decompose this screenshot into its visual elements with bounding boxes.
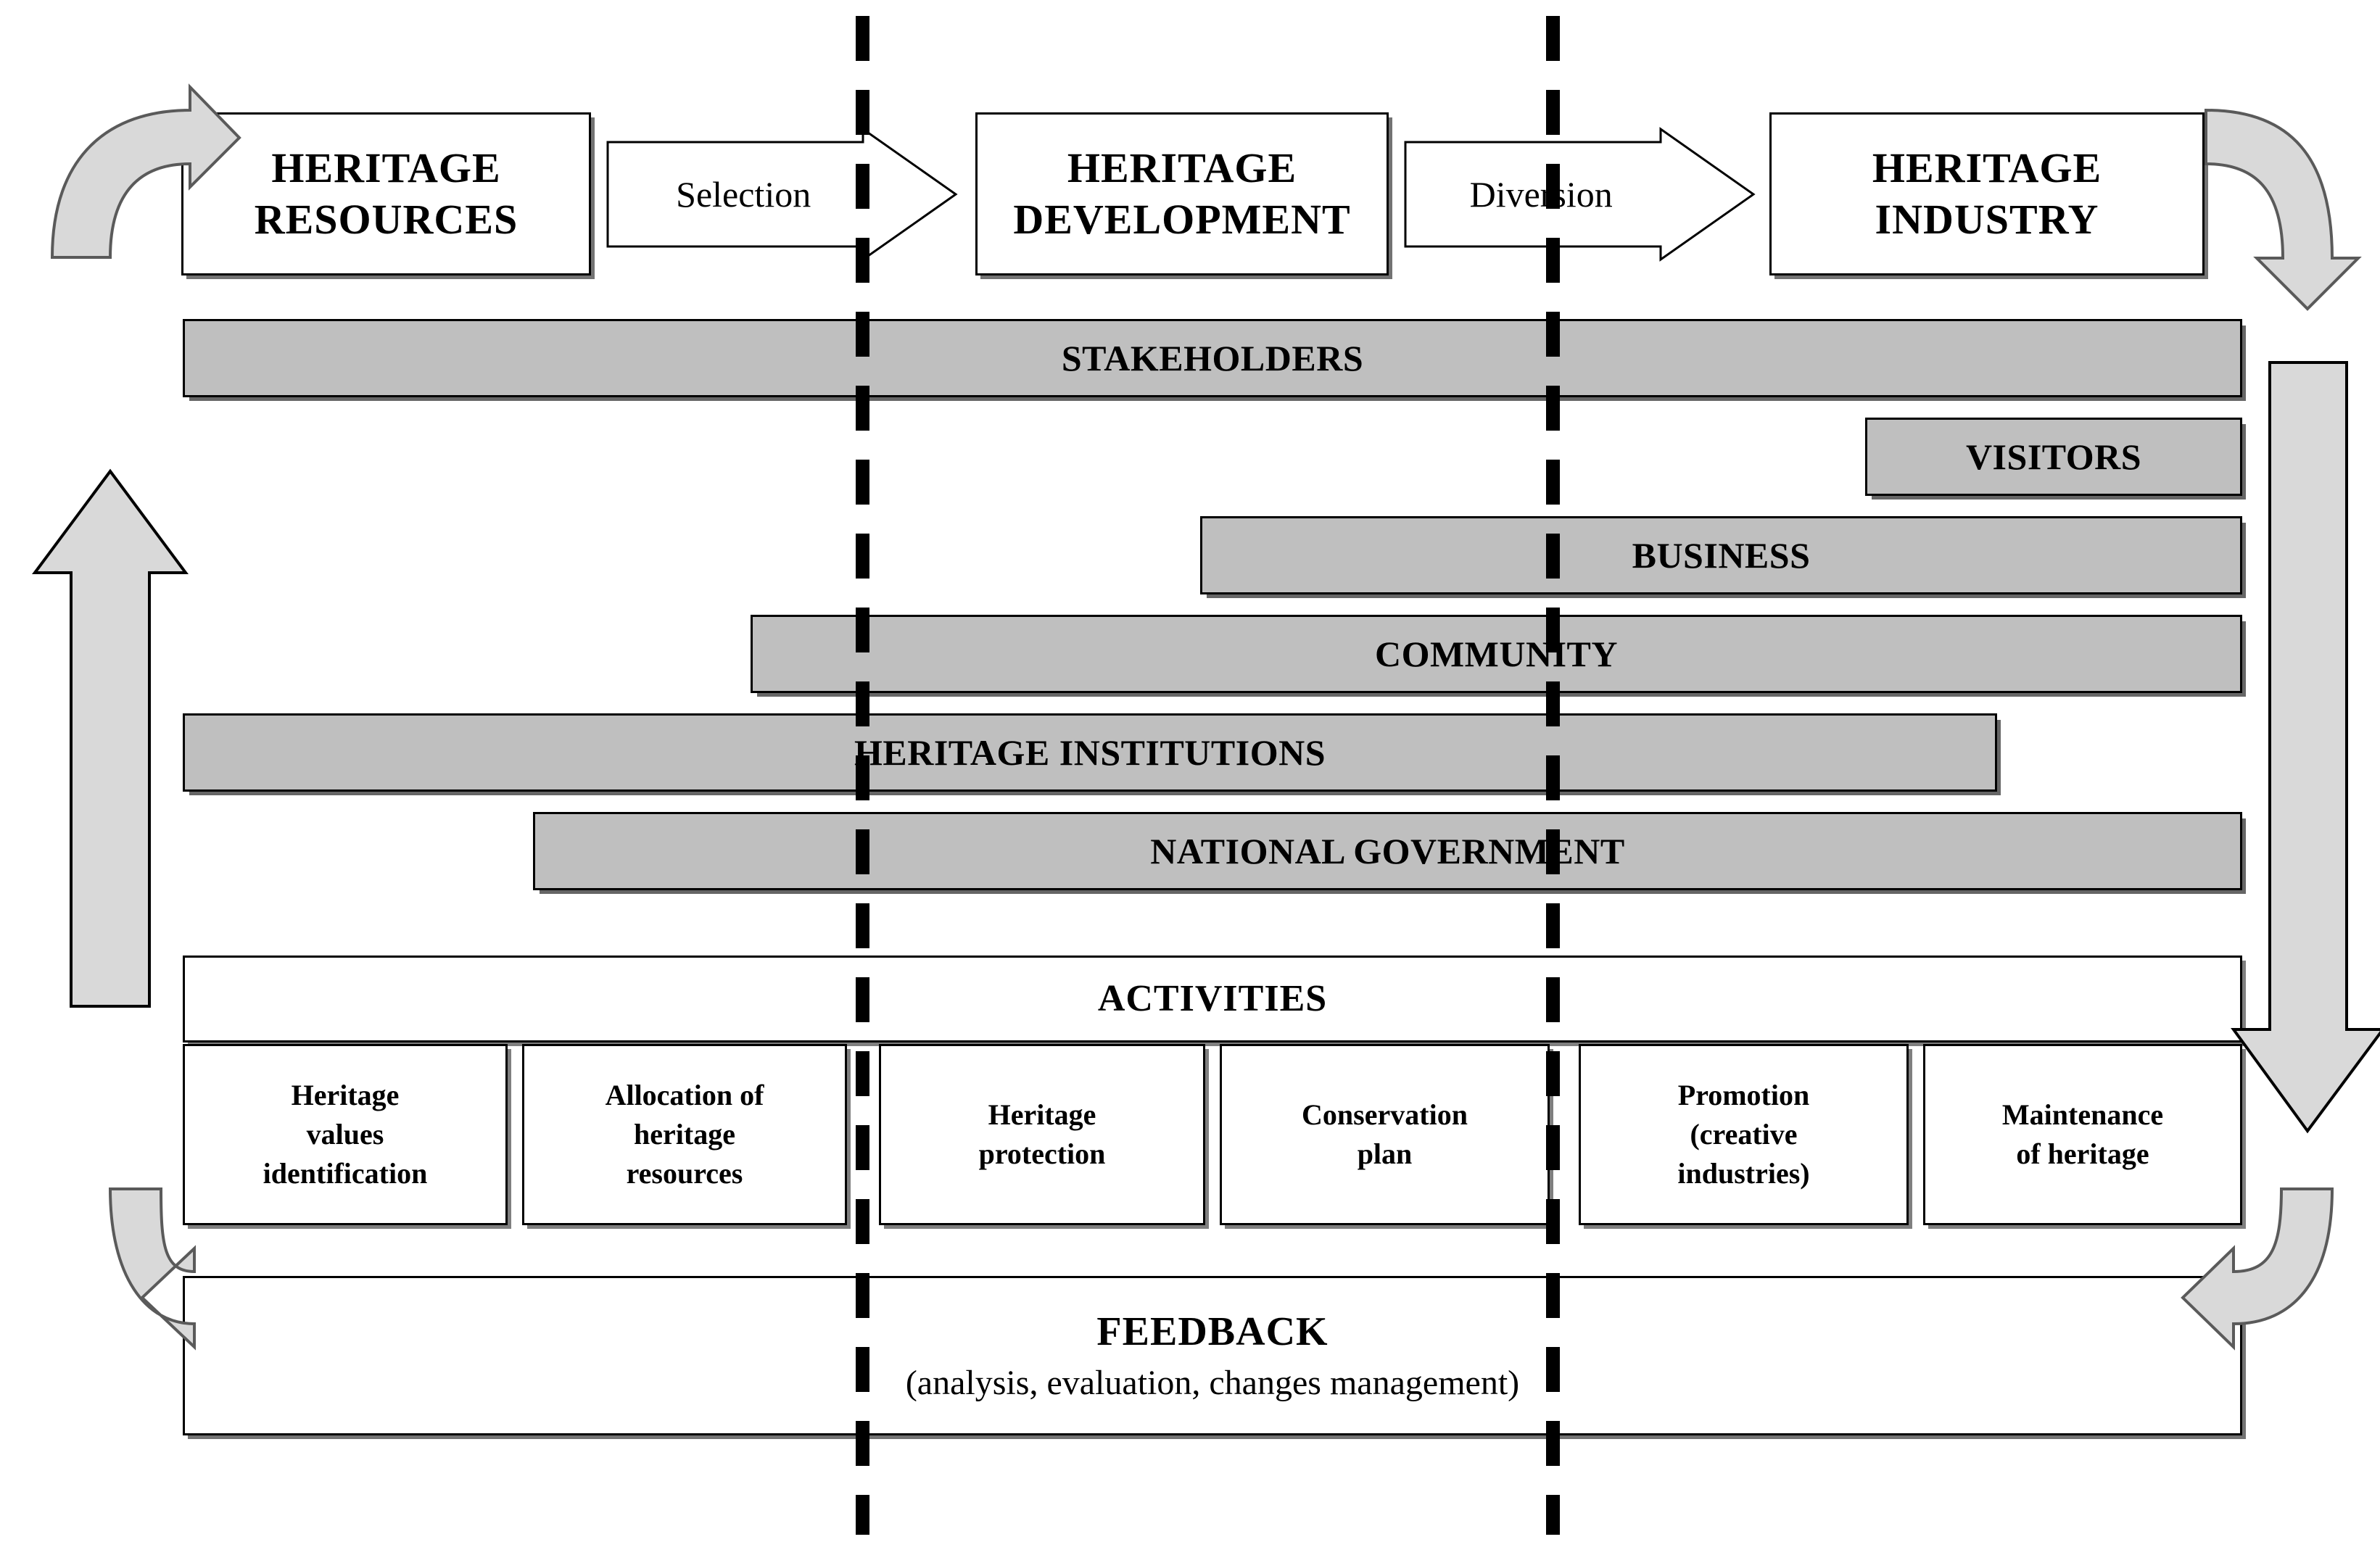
activity-label: Heritage values identification [263, 1079, 428, 1190]
activity-label: Conservation plan [1302, 1098, 1468, 1170]
bar-label: HERITAGE INSTITUTIONS [854, 732, 1326, 773]
process-box-label: HERITAGE INDUSTRY [1872, 144, 2102, 243]
stakeholder-bar-heritage-institutions[interactable]: HERITAGE INSTITUTIONS [183, 713, 1997, 792]
activity-allocation-of-heritage-resources[interactable]: Allocation of heritage resources [522, 1044, 847, 1225]
loop-arrow-right-down [2231, 361, 2380, 1134]
activities-row: Heritage values identification Allocatio… [183, 1044, 2242, 1225]
process-box-label: HERITAGE DEVELOPMENT [1013, 144, 1351, 243]
block-arrow-label: Diversion [1469, 174, 1613, 215]
stakeholder-bar-business[interactable]: BUSINESS [1200, 516, 2242, 594]
feedback-title: FEEDBACK [1096, 1309, 1329, 1354]
stakeholder-bar-national-government[interactable]: NATIONAL GOVERNMENT [533, 812, 2242, 890]
bar-label: VISITORS [1965, 436, 2142, 477]
feedback-subtitle: (analysis, evaluation, changes managemen… [905, 1363, 1520, 1402]
stakeholders-header-bar[interactable]: STAKEHOLDERS [183, 319, 2242, 397]
feedback-box[interactable]: FEEDBACK (analysis, evaluation, changes … [183, 1276, 2242, 1435]
process-box-heritage-development[interactable]: HERITAGE DEVELOPMENT [975, 112, 1389, 275]
bar-label: COMMUNITY [1374, 634, 1619, 674]
activity-label: Allocation of heritage resources [605, 1079, 764, 1190]
loop-arrow-left-bottom [108, 1187, 196, 1351]
activity-conservation-plan[interactable]: Conservation plan [1220, 1044, 1550, 1225]
activity-label: Heritage protection [978, 1098, 1106, 1170]
activity-promotion-creative-industries[interactable]: Promotion (creative industries) [1579, 1044, 1909, 1225]
block-arrow-selection: Selection [606, 127, 958, 262]
activity-heritage-protection[interactable]: Heritage protection [879, 1044, 1205, 1225]
bar-label: BUSINESS [1632, 535, 1811, 576]
activity-maintenance-of-heritage[interactable]: Maintenance of heritage [1923, 1044, 2242, 1225]
stakeholder-bar-community[interactable]: COMMUNITY [751, 615, 2242, 693]
activities-header-box[interactable]: ACTIVITIES [183, 956, 2242, 1042]
bar-label: NATIONAL GOVERNMENT [1150, 831, 1625, 871]
activity-heritage-values-identification[interactable]: Heritage values identification [183, 1044, 508, 1225]
bar-label: STAKEHOLDERS [1061, 338, 1364, 378]
process-box-label: HERITAGE RESOURCES [254, 144, 518, 243]
activities-header-label: ACTIVITIES [1097, 978, 1328, 1020]
block-arrow-label: Selection [676, 174, 811, 215]
process-box-heritage-resources[interactable]: HERITAGE RESOURCES [181, 112, 591, 275]
block-arrow-diversion: Diversion [1404, 127, 1756, 262]
activity-label: Maintenance of heritage [2001, 1098, 2164, 1170]
loop-arrow-left-up [32, 468, 189, 1008]
stakeholder-bar-visitors[interactable]: VISITORS [1865, 418, 2242, 496]
loop-arrow-right-top [2205, 108, 2362, 311]
activity-label: Promotion (creative industries) [1677, 1079, 1810, 1190]
process-box-heritage-industry[interactable]: HERITAGE INDUSTRY [1769, 112, 2205, 275]
